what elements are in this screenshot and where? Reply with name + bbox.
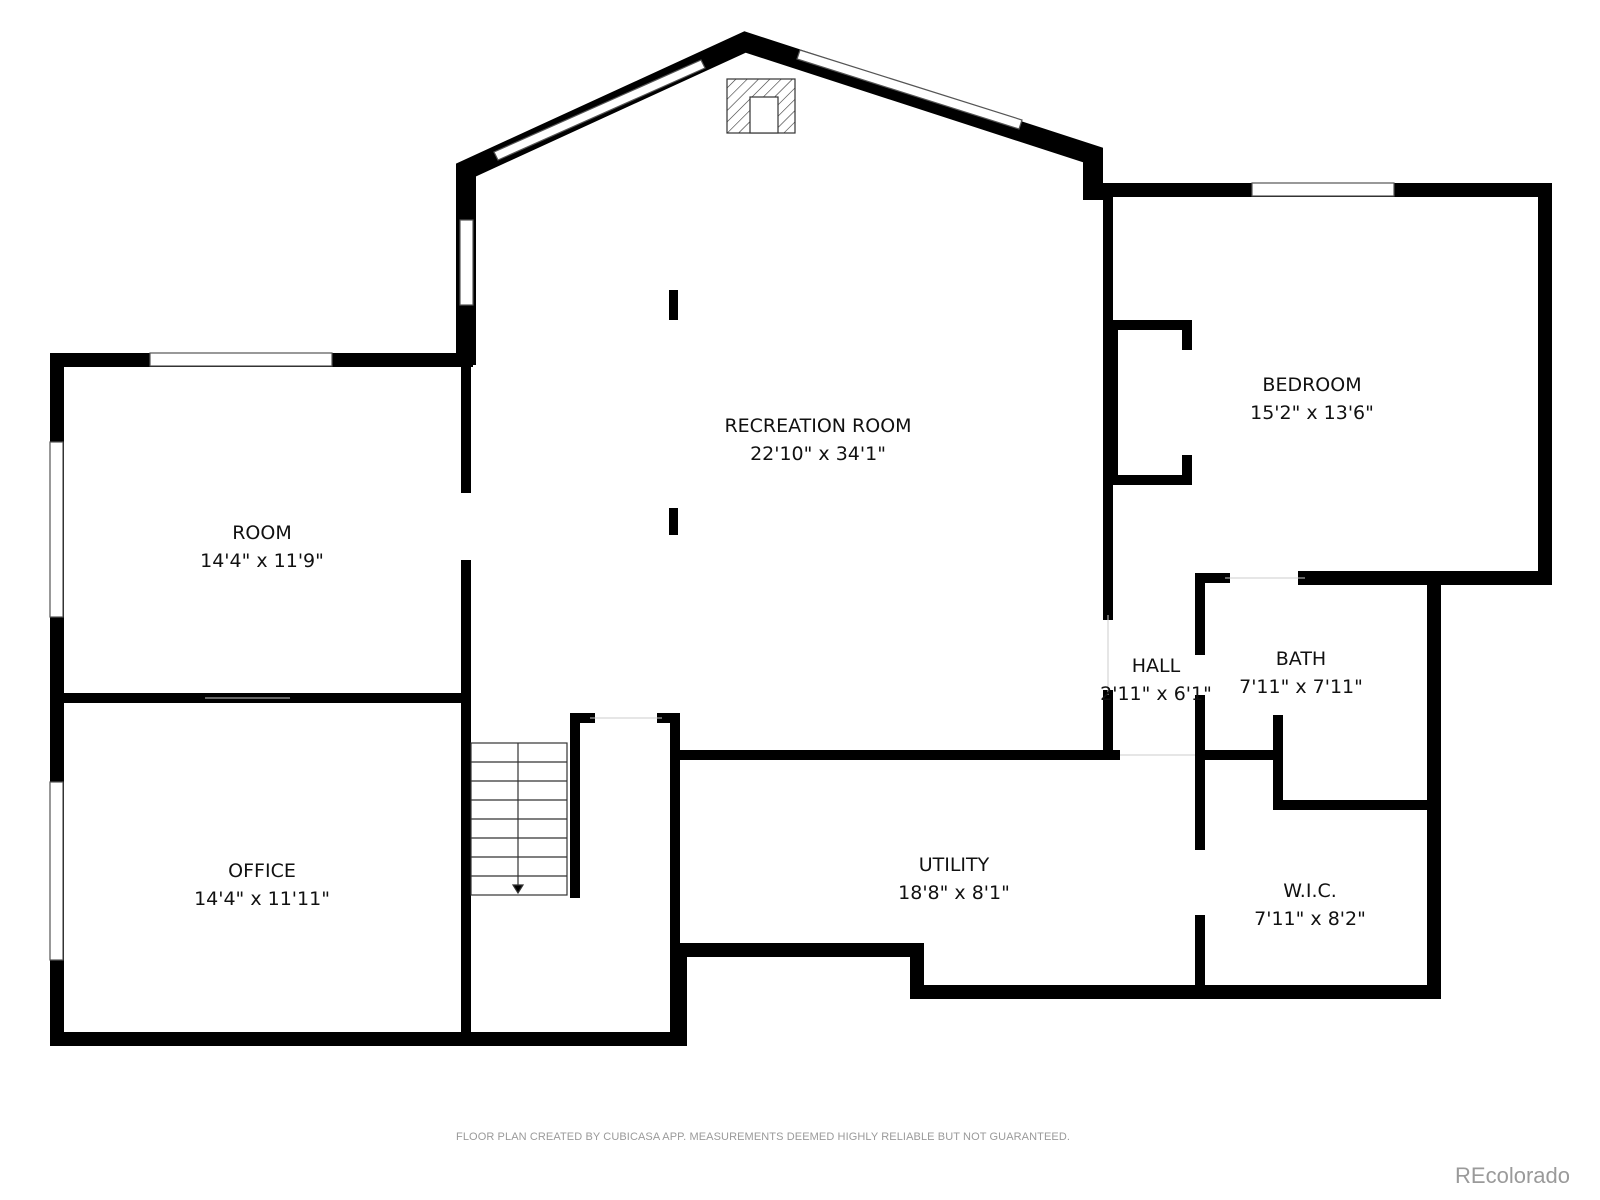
brand-logo: REcolorado xyxy=(1455,1163,1570,1188)
room-size: 7'11" x 7'11" xyxy=(1239,676,1363,698)
stair-arrow-icon xyxy=(511,884,525,895)
room-label-recreation: RECREATION ROOM 22'10" x 34'1" xyxy=(724,412,911,468)
room-label-hall: HALL 2'11" x 6'1" xyxy=(1100,652,1212,708)
doorways xyxy=(205,577,1305,756)
window xyxy=(1251,182,1395,197)
window xyxy=(149,352,333,367)
room-size: 18'8" x 8'1" xyxy=(898,882,1010,904)
window xyxy=(49,441,64,618)
room-label-bath: BATH 7'11" x 7'11" xyxy=(1239,645,1363,701)
room-name: UTILITY xyxy=(918,854,990,876)
room-name: OFFICE xyxy=(228,860,296,882)
room-size: 22'10" x 34'1" xyxy=(750,443,886,465)
wall-stair-right xyxy=(657,713,680,1044)
room-name: BATH xyxy=(1275,648,1327,670)
room-name: HALL xyxy=(1131,655,1181,677)
room-size: 14'4" x 11'9" xyxy=(200,550,324,572)
stairs xyxy=(470,742,568,896)
room-label-utility: UTILITY 18'8" x 8'1" xyxy=(898,851,1010,907)
room-name: W.I.C. xyxy=(1283,880,1337,902)
room-label-wic: W.I.C. 7'11" x 8'2" xyxy=(1254,877,1366,933)
wall-bath-wic xyxy=(1195,715,1283,760)
room-size: 7'11" x 8'2" xyxy=(1254,908,1366,930)
closet-wall xyxy=(1108,320,1192,485)
room-size: 14'4" x 11'11" xyxy=(194,888,330,910)
wall-bath-closet xyxy=(1273,750,1439,810)
room-name: BEDROOM xyxy=(1262,374,1362,396)
room-size: 2'11" x 6'1" xyxy=(1100,683,1212,705)
room-label-office: OFFICE 14'4" x 11'11" xyxy=(194,857,330,913)
post xyxy=(669,508,678,535)
room-name: ROOM xyxy=(232,522,292,544)
window xyxy=(459,219,474,306)
window xyxy=(493,59,706,161)
window xyxy=(49,781,64,961)
room-size: 15'2" x 13'6" xyxy=(1250,402,1374,424)
window xyxy=(796,49,1023,130)
room-label-bedroom: BEDROOM 15'2" x 13'6" xyxy=(1250,371,1374,427)
room-label-room: ROOM 14'4" x 11'9" xyxy=(200,519,324,575)
room-name: RECREATION ROOM xyxy=(724,415,912,437)
post xyxy=(669,290,678,320)
windows xyxy=(49,49,1395,961)
disclaimer-text: FLOOR PLAN CREATED BY CUBICASA APP. MEAS… xyxy=(456,1131,1071,1143)
chimney-icon xyxy=(726,78,796,134)
wall-stair-left xyxy=(570,713,595,898)
